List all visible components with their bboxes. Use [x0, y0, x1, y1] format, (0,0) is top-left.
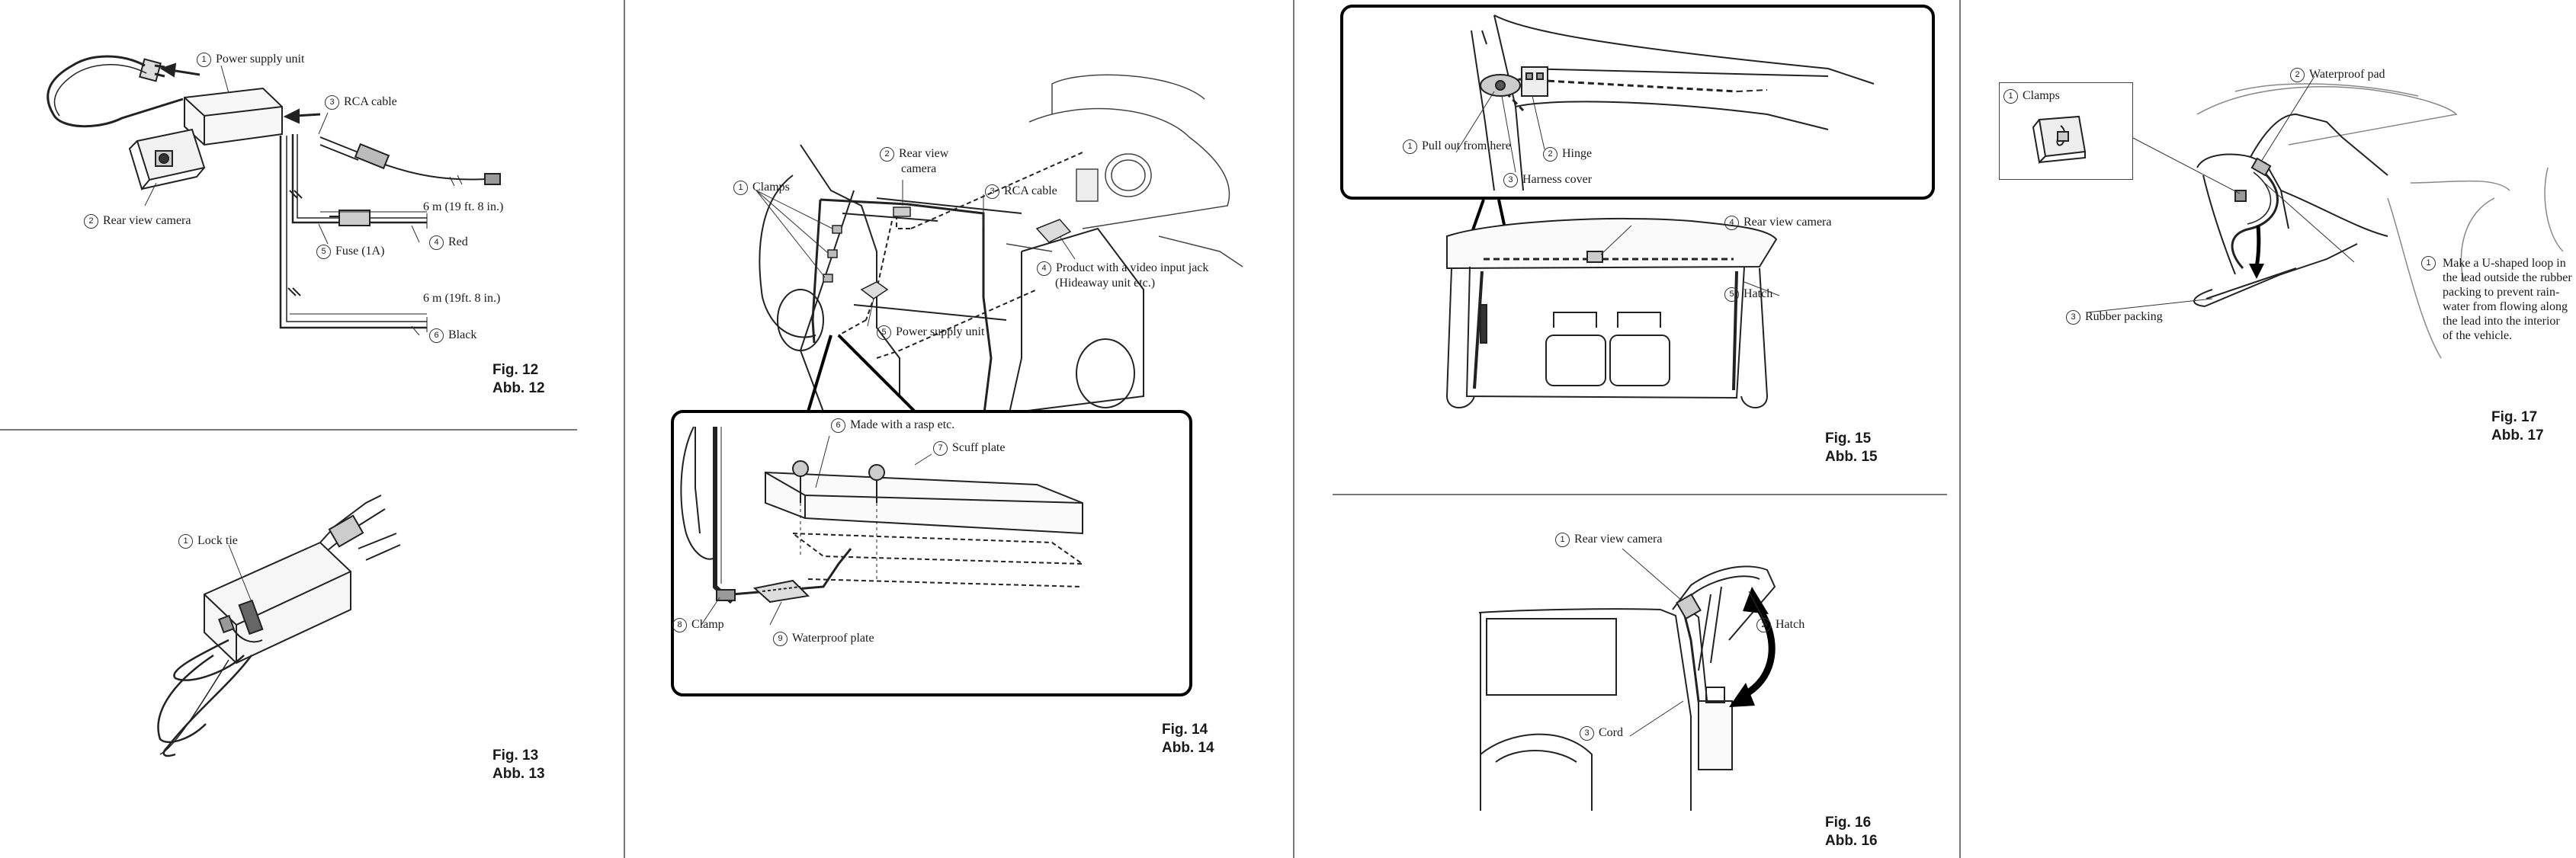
- fig13-caption: Fig. 13 Abb. 13: [492, 747, 545, 783]
- fig12-caption-en: Fig. 12: [492, 362, 539, 378]
- fig14-label-rear-view-camera-line2: camera: [901, 162, 937, 175]
- page-divider-2: [1293, 0, 1294, 858]
- figure-divider: [1333, 494, 1947, 495]
- fig17-caption-de: Abb. 17: [2491, 427, 2544, 443]
- fig16-caption: Fig. 16 Abb. 16: [1825, 814, 1878, 850]
- figure-divider: [0, 429, 577, 431]
- fig14-caption-en: Fig. 14: [1162, 722, 1208, 738]
- fig13-caption-en: Fig. 13: [492, 748, 539, 764]
- fig12-length-black: 6 m (19ft. 8 in.): [423, 292, 501, 305]
- fig14-label-product-line2: (Hideaway unit etc.): [1055, 277, 1156, 290]
- fig17-label-u-loop-note: 1 Make a U-shaped loop in the lead outsi…: [2421, 256, 2572, 343]
- fig12-drawing: [47, 55, 501, 336]
- fig15-caption: Fig. 15 Abb. 15: [1825, 430, 1878, 466]
- fig17-caption-en: Fig. 17: [2491, 409, 2538, 425]
- fig14-caption-de: Abb. 14: [1162, 740, 1214, 756]
- fig13-caption-de: Abb. 13: [492, 766, 545, 782]
- fig17-clamp-inset: [1999, 82, 2133, 180]
- fig12-caption-de: Abb. 12: [492, 380, 545, 396]
- fig17-drawing: [2087, 75, 2564, 359]
- fig17-caption: Fig. 17 Abb. 17: [2491, 408, 2544, 445]
- fig15-caption-en: Fig. 15: [1825, 431, 1872, 447]
- fig13-drawing: [157, 495, 401, 757]
- page-divider-3: [1959, 0, 1961, 858]
- fig14-caption: Fig. 14 Abb. 14: [1162, 721, 1214, 757]
- page-divider-1: [624, 0, 625, 858]
- clamp-icon: [2032, 115, 2087, 165]
- fig16-caption-de: Abb. 16: [1825, 833, 1878, 849]
- fig15-drawing: [1340, 5, 1935, 811]
- fig16-caption-en: Fig. 16: [1825, 815, 1872, 831]
- fig12-caption: Fig. 12 Abb. 12: [492, 361, 545, 398]
- fig15-caption-de: Abb. 15: [1825, 449, 1878, 465]
- fig14-drawing: [671, 74, 1243, 696]
- fig12-length-red: 6 m (19 ft. 8 in.): [423, 200, 504, 213]
